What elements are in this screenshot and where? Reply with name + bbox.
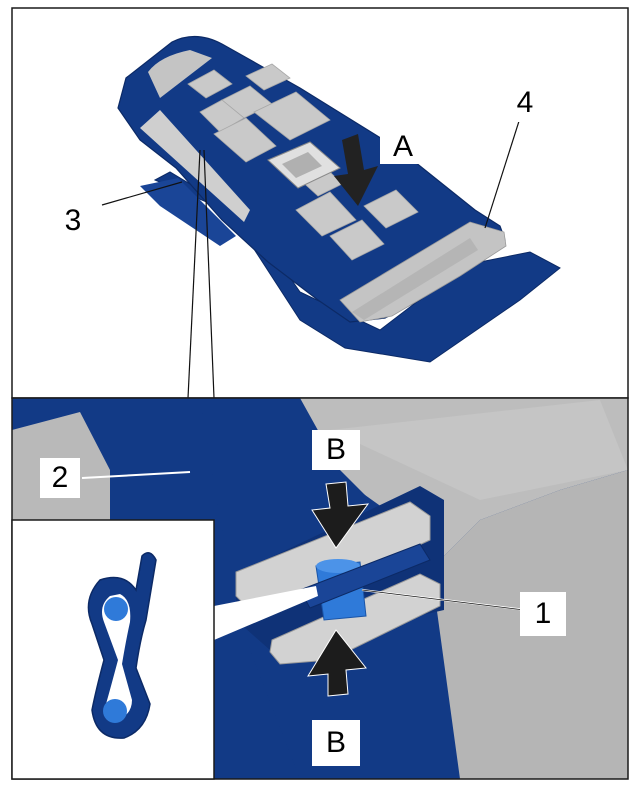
label-b-top: B — [312, 430, 360, 470]
label-4: 4 — [510, 84, 540, 122]
cross-section-pin-top — [104, 597, 128, 621]
leader-1-outline — [361, 589, 525, 611]
press-arrow-a — [334, 134, 378, 206]
label-3: 3 — [58, 202, 88, 240]
tray-rim-front — [148, 50, 212, 98]
leader-4 — [484, 117, 521, 229]
carrier-flap-left — [140, 178, 236, 246]
label-a: A — [380, 130, 426, 164]
detail-gray-highlight — [330, 400, 628, 500]
clip-jaw-lower — [269, 573, 441, 665]
label-2: 2 — [40, 458, 80, 498]
leader-3 — [101, 181, 183, 206]
label-1: 1 — [520, 592, 566, 636]
clip-cross-section — [87, 552, 157, 739]
blue-clip-top — [316, 559, 360, 573]
overview-panel — [11, 7, 629, 399]
press-arrow-b-bottom — [307, 629, 367, 697]
leader-2 — [81, 471, 191, 479]
clip-rod — [299, 543, 431, 609]
tray-rail-left — [140, 110, 250, 222]
press-arrow-b-top — [311, 481, 370, 549]
zoom-line-right — [203, 149, 215, 399]
cross-section-pin-bottom — [103, 699, 127, 723]
label-b-bottom: B — [312, 720, 360, 766]
tray-pads — [187, 63, 419, 261]
connector-pins — [282, 152, 322, 178]
detail-gray-right — [400, 470, 628, 779]
zoom-line-left — [187, 149, 201, 399]
tray-rear-plate-edge — [352, 238, 478, 320]
inset-wedge — [214, 586, 318, 640]
